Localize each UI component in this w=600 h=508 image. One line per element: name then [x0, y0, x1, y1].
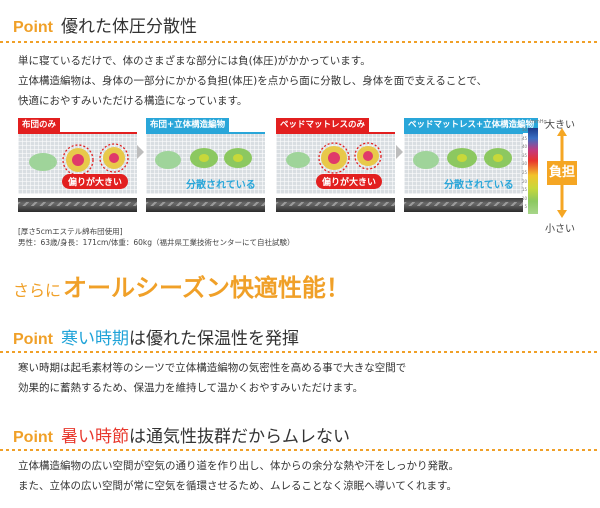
tab-underline — [18, 132, 137, 134]
point-label: Point — [13, 19, 53, 36]
panel-tab: 布団+立体構造編物 — [146, 118, 230, 133]
pressure-map-graphic — [286, 142, 382, 174]
scale-tick: 45 — [522, 135, 528, 141]
tagline-prefix: さらに — [13, 281, 62, 300]
body-line: 快適におやすみいただける構造になっています。 — [18, 95, 248, 107]
body-line: 単に寝ているだけで、体のさまざまな部分には負(体圧)がかかっています。 — [18, 55, 371, 67]
tagline-main: オールシーズン快適性能！ — [63, 274, 350, 302]
tagline: さらに オールシーズン快適性能！ — [13, 268, 350, 303]
panel-tab: ベッドマットレスのみ — [276, 118, 370, 133]
body-line: 立体構造編物は、身体の一部分にかかる負担(体圧)を点から面に分散し、身体を面で支… — [18, 75, 488, 87]
panel-futon-with-3d: 布団+立体構造編物 分散されている — [146, 118, 265, 218]
scale-tick: 35 — [522, 152, 528, 158]
pressure-map-graphic — [155, 148, 252, 169]
scale-ticks: 50 45 40 35 30 25 20 15 10 5 — [522, 126, 527, 212]
section1-title: 優れた体圧分散性 — [61, 17, 197, 37]
dotted-divider — [0, 351, 600, 353]
panel-tab: ベッドマットレス+立体構造編物 — [404, 118, 539, 133]
pressure-map: 分散されている — [146, 134, 265, 194]
pressure-map: 偏りが大きい — [276, 134, 395, 194]
scale-tick: 10 — [522, 195, 528, 201]
body-line: 寒い時期は起毛素材等のシーツで立体構造編物の気密性を高める事で大きな空間で — [18, 362, 407, 374]
dotted-divider — [0, 449, 600, 451]
panel-bed-mattress-only: ベッドマットレスのみ 偏りが大きい — [276, 118, 395, 218]
section3-body: 立体構造編物の広い空間が空気の通り道を作り出し、体からの余分な熱や汗をしっかり発… — [18, 456, 459, 496]
scale-tick: 20 — [522, 178, 528, 184]
scale-tick: 40 — [522, 144, 528, 150]
caption-condition: [厚さ5cmエステル綿布団使用] — [18, 227, 123, 236]
section1-heading: Point 優れた体圧分散性 — [13, 12, 197, 37]
section3-accent: 暑い時節 — [61, 427, 129, 447]
pressure-color-scale — [528, 128, 538, 214]
panel-bed-mattress-with-3d: ベッドマットレス+立体構造編物 分散されている — [404, 118, 539, 218]
point-label: Point — [13, 429, 53, 446]
load-label: 負担 — [547, 161, 577, 185]
scale-tick: 50 — [522, 127, 528, 132]
scale-unit: mmHg — [530, 119, 547, 125]
mattress-section — [404, 198, 523, 212]
section2-title-rest: は優れた保温性を発揮 — [129, 329, 299, 349]
callout-dispersed: 分散されている — [444, 180, 514, 191]
scale-tick: 15 — [522, 187, 528, 193]
scale-tick: 25 — [522, 169, 528, 175]
body-line: 効果的に蓄熱するため、保温力を維持して温かくおやすみいただけます。 — [18, 382, 364, 394]
arrow-right-icon — [137, 145, 144, 159]
tab-underline — [146, 132, 265, 134]
panel-tab: 布団のみ — [18, 118, 61, 133]
arrow-right-icon — [396, 145, 403, 159]
scale-small-label: 小さい — [545, 224, 575, 235]
tab-underline — [404, 132, 523, 134]
mattress-section — [276, 198, 395, 212]
pressure-map-graphic — [413, 148, 512, 169]
section3-title-rest: は通気性抜群だからムレない — [129, 427, 350, 447]
callout-dispersed: 分散されている — [186, 180, 256, 191]
section3-heading: Point 暑い時節 は通気性抜群だからムレない — [13, 422, 350, 447]
body-line: 立体構造編物の広い空間が空気の通り道を作り出し、体からの余分な熱や汗をしっかり発… — [18, 460, 459, 472]
mattress-section — [146, 198, 265, 212]
section2-accent: 寒い時期 — [61, 329, 129, 349]
caption-subject: 男性：63歳/身長：171cm/体重：60kg（福井県工業技術センターにて自社試… — [18, 238, 295, 247]
pressure-map: 偏りが大きい — [18, 134, 137, 194]
pressure-map-graphic — [29, 143, 129, 176]
dotted-divider — [0, 41, 600, 43]
pressure-map: 分散されている — [404, 134, 523, 194]
scale-tick: 5 — [524, 204, 527, 210]
panel-futon-only: 布団のみ 偏りが大きい — [18, 118, 137, 218]
scale-tick: 30 — [522, 161, 528, 167]
point-label: Point — [13, 331, 53, 348]
body-line: また、立体の広い空間が常に空気を循環させるため、ムレることなく涼眠へ導いてくれま… — [18, 480, 458, 492]
scale-big-label: 大きい — [545, 120, 575, 131]
section2-heading: Point 寒い時期 は優れた保温性を発揮 — [13, 324, 299, 349]
section1-body: 単に寝ているだけで、体のさまざまな部分には負(体圧)がかかっています。 立体構造… — [18, 51, 487, 111]
mattress-section — [18, 198, 137, 212]
callout-uneven: 偏りが大きい — [316, 174, 383, 189]
callout-uneven: 偏りが大きい — [62, 174, 129, 189]
tab-underline — [276, 132, 395, 134]
section2-body: 寒い時期は起毛素材等のシーツで立体構造編物の気密性を高める事で大きな空間で 効果… — [18, 358, 406, 398]
